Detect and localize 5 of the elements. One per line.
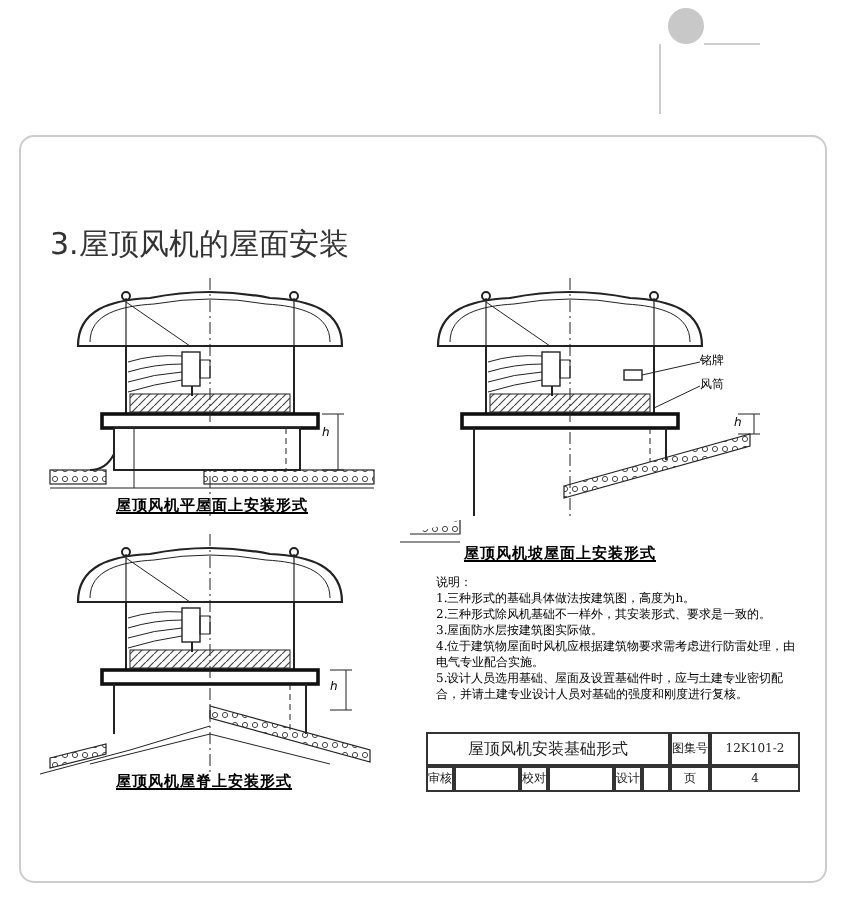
heading: 3.屋顶风机的屋面安装 [50,226,349,264]
table-cell: 屋顶风机安装基础形式 [426,732,670,766]
leader-line [653,385,701,409]
leader-line [641,361,701,376]
nameplate [623,369,643,381]
